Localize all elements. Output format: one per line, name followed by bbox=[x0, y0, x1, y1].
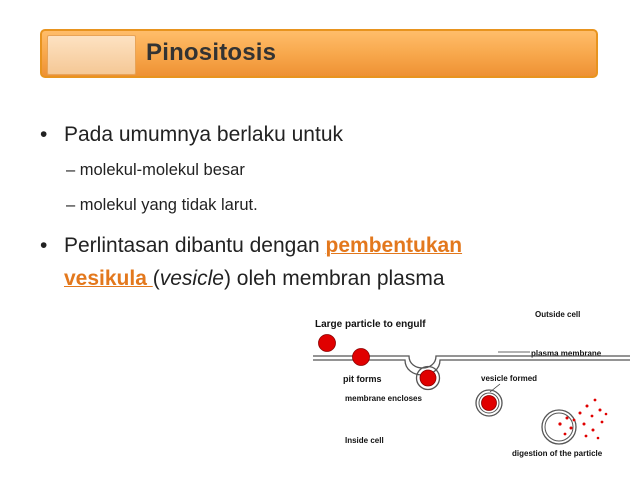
label-membrane-encloses: membrane encloses bbox=[345, 394, 422, 403]
highlight-pembentukan: pembentukan bbox=[325, 234, 463, 257]
label-digestion: digestion of the particle bbox=[512, 449, 603, 458]
digestion-vesicle-inner bbox=[544, 412, 574, 442]
label-outside-cell: Outside cell bbox=[535, 310, 580, 319]
highlight-vesikula: vesikula bbox=[64, 267, 153, 290]
label-pit-forms: pit forms bbox=[343, 374, 382, 384]
particle-pit bbox=[352, 348, 370, 366]
sub-bullet-1: – molekul-molekul besar bbox=[66, 161, 245, 179]
bullet-2: • Perlintasan dibantu dengan pembentukan bbox=[40, 231, 462, 261]
label-inside-cell: Inside cell bbox=[345, 436, 384, 445]
sub-bullet-2: – molekul yang tidak larut. bbox=[66, 196, 258, 214]
title-tab-decoration bbox=[47, 35, 136, 75]
bullet-1: • Pada umumnya berlaku untuk bbox=[40, 120, 343, 150]
label-large-particle: Large particle to engulf bbox=[315, 319, 426, 330]
bullet-1-text: Pada umumnya berlaku untuk bbox=[64, 123, 343, 146]
slide-title: Pinositosis bbox=[146, 39, 277, 66]
digestion-vesicle-outer bbox=[541, 409, 577, 445]
title-bar: Pinositosis bbox=[40, 29, 598, 78]
paren-open: ( bbox=[152, 267, 160, 290]
enclosing-membrane bbox=[415, 365, 441, 391]
bullet-2-text-1: Perlintasan dibantu dengan bbox=[64, 234, 326, 257]
particle-vesicle bbox=[481, 395, 497, 411]
bullet-2-line-2: vesikula (vesicle) oleh membran plasma bbox=[64, 264, 445, 294]
italic-vesicle: vesicle bbox=[159, 267, 224, 290]
vesicle-inner bbox=[478, 392, 500, 414]
vesicle-outer bbox=[475, 389, 503, 417]
bullet-dot: • bbox=[40, 234, 48, 257]
label-vesicle-formed: vesicle formed bbox=[481, 374, 537, 383]
bullet-2-text-2: ) oleh membran plasma bbox=[223, 267, 445, 290]
label-plasma-membrane: plasma membrane bbox=[531, 349, 602, 358]
particle-large bbox=[318, 334, 336, 352]
particle-enclosed bbox=[419, 369, 437, 387]
digested-fragments bbox=[558, 398, 608, 440]
bullet-dot: • bbox=[40, 123, 48, 146]
